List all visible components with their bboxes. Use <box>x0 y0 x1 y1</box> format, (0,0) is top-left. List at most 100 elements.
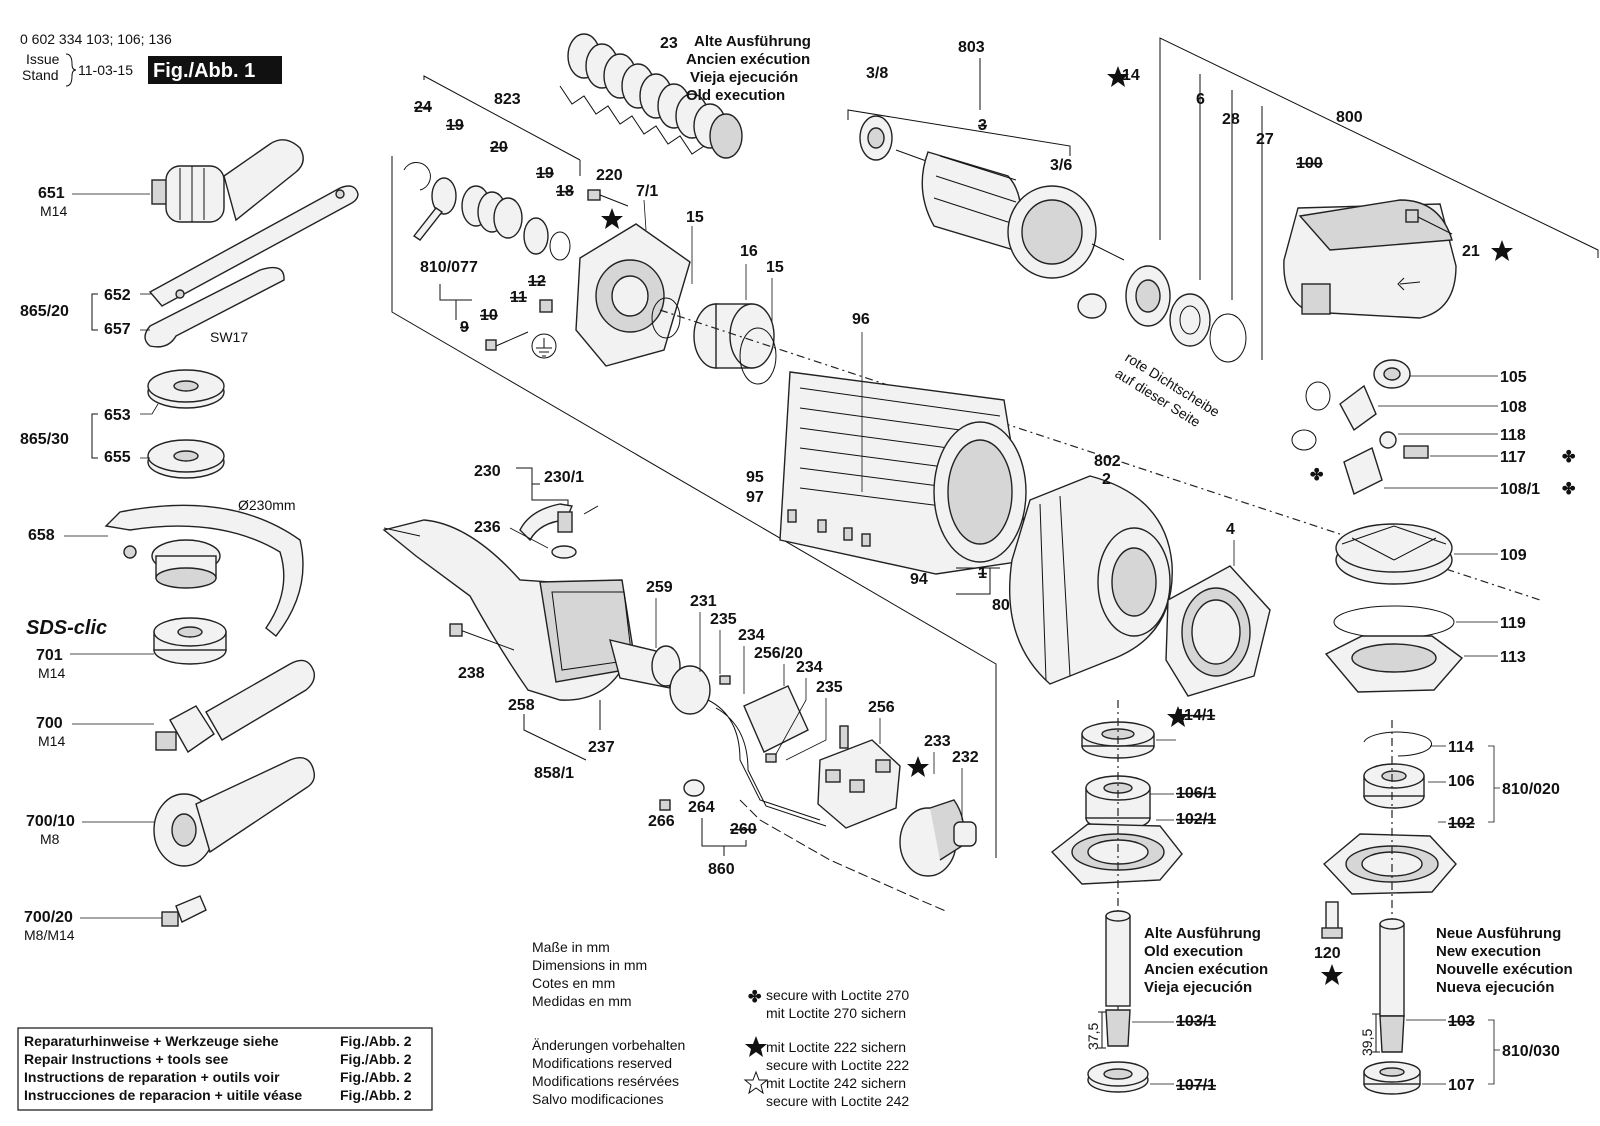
bearing-flange-102-1 <box>1050 823 1183 885</box>
club-117: ✤ <box>1562 449 1576 466</box>
loctite-242-line-1: mit Loctite 242 sichern <box>766 1075 906 1091</box>
new-exec-line-2: New execution <box>1436 943 1541 960</box>
label-264: 264 <box>688 799 715 816</box>
label-256: 256 <box>868 699 895 716</box>
flange-4 <box>1165 565 1271 697</box>
pin-wrench-652 <box>148 185 359 307</box>
label-235a: 235 <box>710 611 737 628</box>
label-700-thread: M14 <box>38 733 65 749</box>
terminal-screws <box>485 299 557 359</box>
label-106: 106 <box>1448 773 1475 790</box>
label-diameter: Ø230mm <box>238 497 296 513</box>
spindle-103-1 <box>1105 910 1131 1047</box>
label-810-030: 810/030 <box>1502 1043 1560 1060</box>
label-19a: 19 <box>446 117 464 134</box>
label-658: 658 <box>28 527 55 544</box>
handle-700 <box>155 659 316 754</box>
bracket-823 <box>423 75 581 176</box>
field-coil-802 <box>1009 475 1173 685</box>
label-858-1: 858/1 <box>534 765 574 782</box>
bearing-106 <box>1363 763 1425 809</box>
new-exec-line-1: Neue Ausführung <box>1436 925 1561 942</box>
label-1: 1 <box>978 565 987 582</box>
label-651-thread: M14 <box>40 203 67 219</box>
label-118: 118 <box>1500 427 1526 444</box>
label-4: 4 <box>1226 521 1235 538</box>
housing-assembly-frame <box>391 156 997 858</box>
axis-motor <box>659 309 1541 601</box>
repair-line-2-text: Repair Instructions + tools see <box>24 1051 228 1067</box>
loctite-270-line-1: secure with Loctite 270 <box>766 987 909 1003</box>
brush-cover-7-1 <box>575 223 691 367</box>
repair-line-1-ref: Fig./Abb. 2 <box>340 1033 412 1049</box>
label-800: 800 <box>1336 109 1363 126</box>
label-109: 109 <box>1500 547 1527 564</box>
label-113: 113 <box>1500 649 1526 666</box>
star-14 <box>1107 66 1129 87</box>
label-234b: 234 <box>796 659 823 676</box>
dim-39-5: 39,5 <box>1359 1029 1375 1056</box>
label-97: 97 <box>746 489 764 506</box>
label-651: 651 <box>38 185 65 202</box>
label-803: 803 <box>958 39 985 56</box>
label-106-1: 106/1 <box>1176 785 1216 802</box>
dimensions-note-line-3: Cotes en mm <box>532 975 615 991</box>
screw-238 <box>449 623 515 651</box>
label-258: 258 <box>508 697 535 714</box>
label-266: 266 <box>648 813 675 830</box>
label-103-1: 103/1 <box>1176 1013 1216 1030</box>
repair-line-2-ref: Fig./Abb. 2 <box>340 1051 412 1067</box>
label-105: 105 <box>1500 369 1527 386</box>
label-114: 114 <box>1448 739 1474 756</box>
label-108-1: 108/1 <box>1500 481 1540 498</box>
pinion-108 <box>1291 381 1429 495</box>
figure-badge-bg <box>148 56 282 84</box>
label-sds-clic: SDS-clic <box>26 617 107 639</box>
star-21 <box>1491 240 1513 261</box>
label-655: 655 <box>104 449 131 466</box>
label-810-077: 810/077 <box>420 259 478 276</box>
label-700: 700 <box>36 715 63 732</box>
dim-37-5: 37,5 <box>1085 1023 1101 1050</box>
label-6: 6 <box>1196 91 1205 108</box>
repair-line-1-text: Reparaturhinweise + Werkzeuge siehe <box>24 1033 279 1049</box>
flange-113 <box>1324 635 1464 693</box>
star-114-1 <box>1167 706 1189 727</box>
screw-21 <box>1405 209 1453 235</box>
repair-line-3-text: Instructions de reparation + outils voir <box>24 1069 280 1085</box>
label-236: 236 <box>474 519 501 536</box>
label-27: 27 <box>1256 131 1274 148</box>
label-28: 28 <box>1222 111 1240 128</box>
star-220 <box>601 208 623 229</box>
label-238: 238 <box>458 665 485 682</box>
old-exec-bottom-line-1: Alte Ausführung <box>1144 925 1261 942</box>
bracket-803 <box>847 109 1071 156</box>
wheel-guard-658 <box>104 504 304 637</box>
dimensions-note-line-2: Dimensions in mm <box>532 957 647 973</box>
old-exec-bottom-line-3: Ancien exécution <box>1144 961 1268 978</box>
label-865-30: 865/30 <box>20 431 69 448</box>
label-15b: 15 <box>766 259 784 276</box>
changes-note-line-1: Änderungen vorbehalten <box>532 1037 685 1053</box>
label-sw17: SW17 <box>210 329 248 345</box>
flange-nut-653 <box>147 369 225 409</box>
suppressor-232 <box>899 799 977 877</box>
small-bearing <box>1077 293 1107 319</box>
repair-line-4-text: Instrucciones de reparacion + uitile véa… <box>24 1087 302 1103</box>
label-103: 103 <box>1448 1013 1475 1030</box>
label-231: 231 <box>690 593 717 610</box>
changes-note-line-3: Modifications resérvées <box>532 1073 679 1089</box>
open-wrench-657 <box>144 266 285 348</box>
screws-94 <box>787 509 871 547</box>
ring-119 <box>1333 605 1455 639</box>
label-700-20-thread: M8/M14 <box>24 927 75 943</box>
label-230-1: 230/1 <box>544 469 584 486</box>
label-3: 3 <box>978 117 987 134</box>
label-10: 10 <box>480 307 498 324</box>
label-15a: 15 <box>686 209 704 226</box>
changes-note-line-2: Modifications reserved <box>532 1055 672 1071</box>
brush-springs-823 <box>403 161 571 261</box>
label-230: 230 <box>474 463 501 480</box>
label-16: 16 <box>740 243 758 260</box>
